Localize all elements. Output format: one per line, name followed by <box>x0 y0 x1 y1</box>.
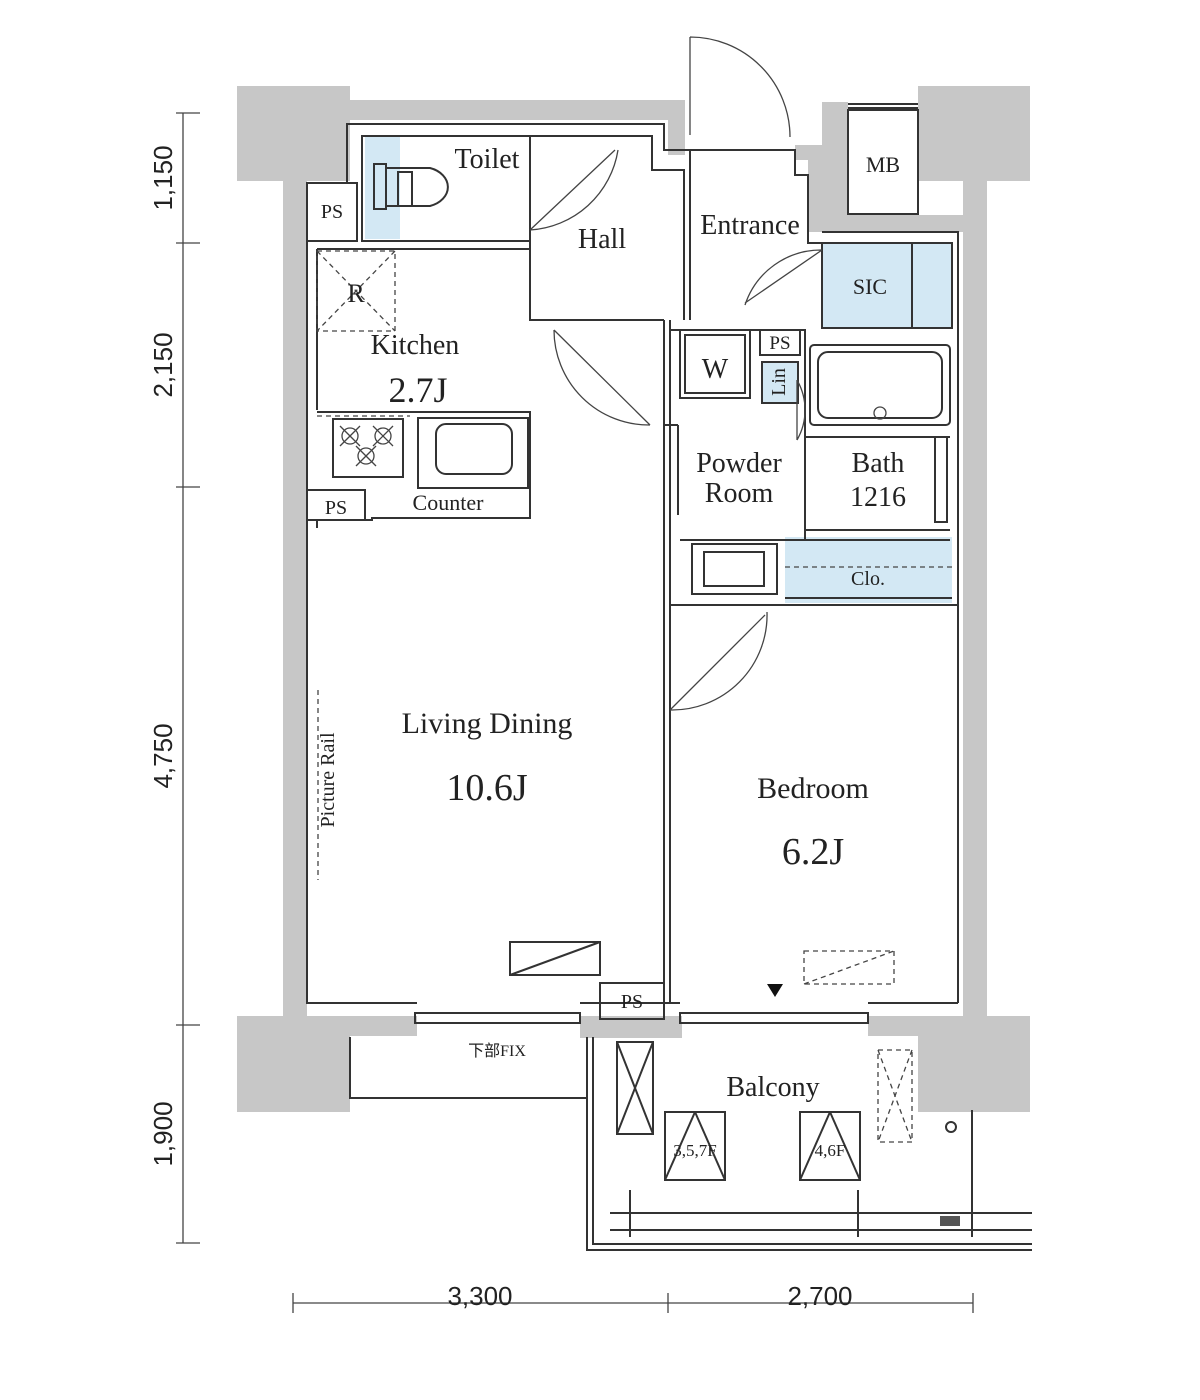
dim-horizontal-2: 2,700 <box>787 1281 852 1311</box>
label-closet: Clo. <box>851 568 885 590</box>
drain-icon <box>873 406 887 420</box>
label-ps-toilet: PS <box>321 201 343 223</box>
label-linen: Lin <box>768 368 790 396</box>
label-living-dining-size: 10.6J <box>446 767 527 809</box>
label-picture-rail: Picture Rail <box>317 732 339 827</box>
label-fix-window: 下部FIX <box>468 1042 526 1060</box>
label-ps-living: PS <box>621 991 643 1013</box>
label-hall: Hall <box>578 224 626 255</box>
label-refrigerator: R <box>347 279 365 308</box>
label-living-dining: Living Dining <box>402 707 573 740</box>
stove-icon <box>339 425 394 467</box>
label-ps-bath: PS <box>769 333 790 354</box>
balcony-area <box>349 1037 1032 1251</box>
label-sic: SIC <box>853 274 887 299</box>
label-hatch-1: 3,5,7F <box>673 1141 716 1160</box>
dim-horizontal-1: 3,300 <box>447 1281 512 1311</box>
label-powder-room-2: Room <box>705 478 774 509</box>
label-toilet: Toilet <box>455 144 520 175</box>
dim-vertical-2: 2,150 <box>148 332 178 397</box>
exterior-walls <box>237 86 1030 1112</box>
label-bedroom: Bedroom <box>757 772 869 805</box>
interior-walls <box>306 103 959 1020</box>
label-bath-size: 1216 <box>850 482 906 513</box>
doors <box>529 36 823 711</box>
label-balcony: Balcony <box>726 1072 819 1103</box>
label-powder-room-1: Powder <box>696 448 782 479</box>
windows <box>414 984 869 1024</box>
label-entrance: Entrance <box>700 210 800 241</box>
dim-vertical-4: 1,900 <box>148 1101 178 1166</box>
label-washer: W <box>702 354 729 385</box>
label-kitchen-size: 2.7J <box>388 370 447 410</box>
label-hatch-2: 4,6F <box>815 1141 846 1160</box>
label-bedroom-size: 6.2J <box>782 831 844 873</box>
dimension-lines <box>176 112 974 1313</box>
label-counter: Counter <box>413 490 485 515</box>
label-kitchen: Kitchen <box>371 330 460 361</box>
toilet-fixture <box>373 163 449 210</box>
dim-vertical-1: 1,150 <box>148 145 178 210</box>
label-ps-kitchen: PS <box>325 497 347 519</box>
label-mb: MB <box>866 152 900 177</box>
wet-areas <box>365 136 952 603</box>
label-bath: Bath <box>852 448 905 479</box>
dim-vertical-3: 4,750 <box>148 723 178 788</box>
